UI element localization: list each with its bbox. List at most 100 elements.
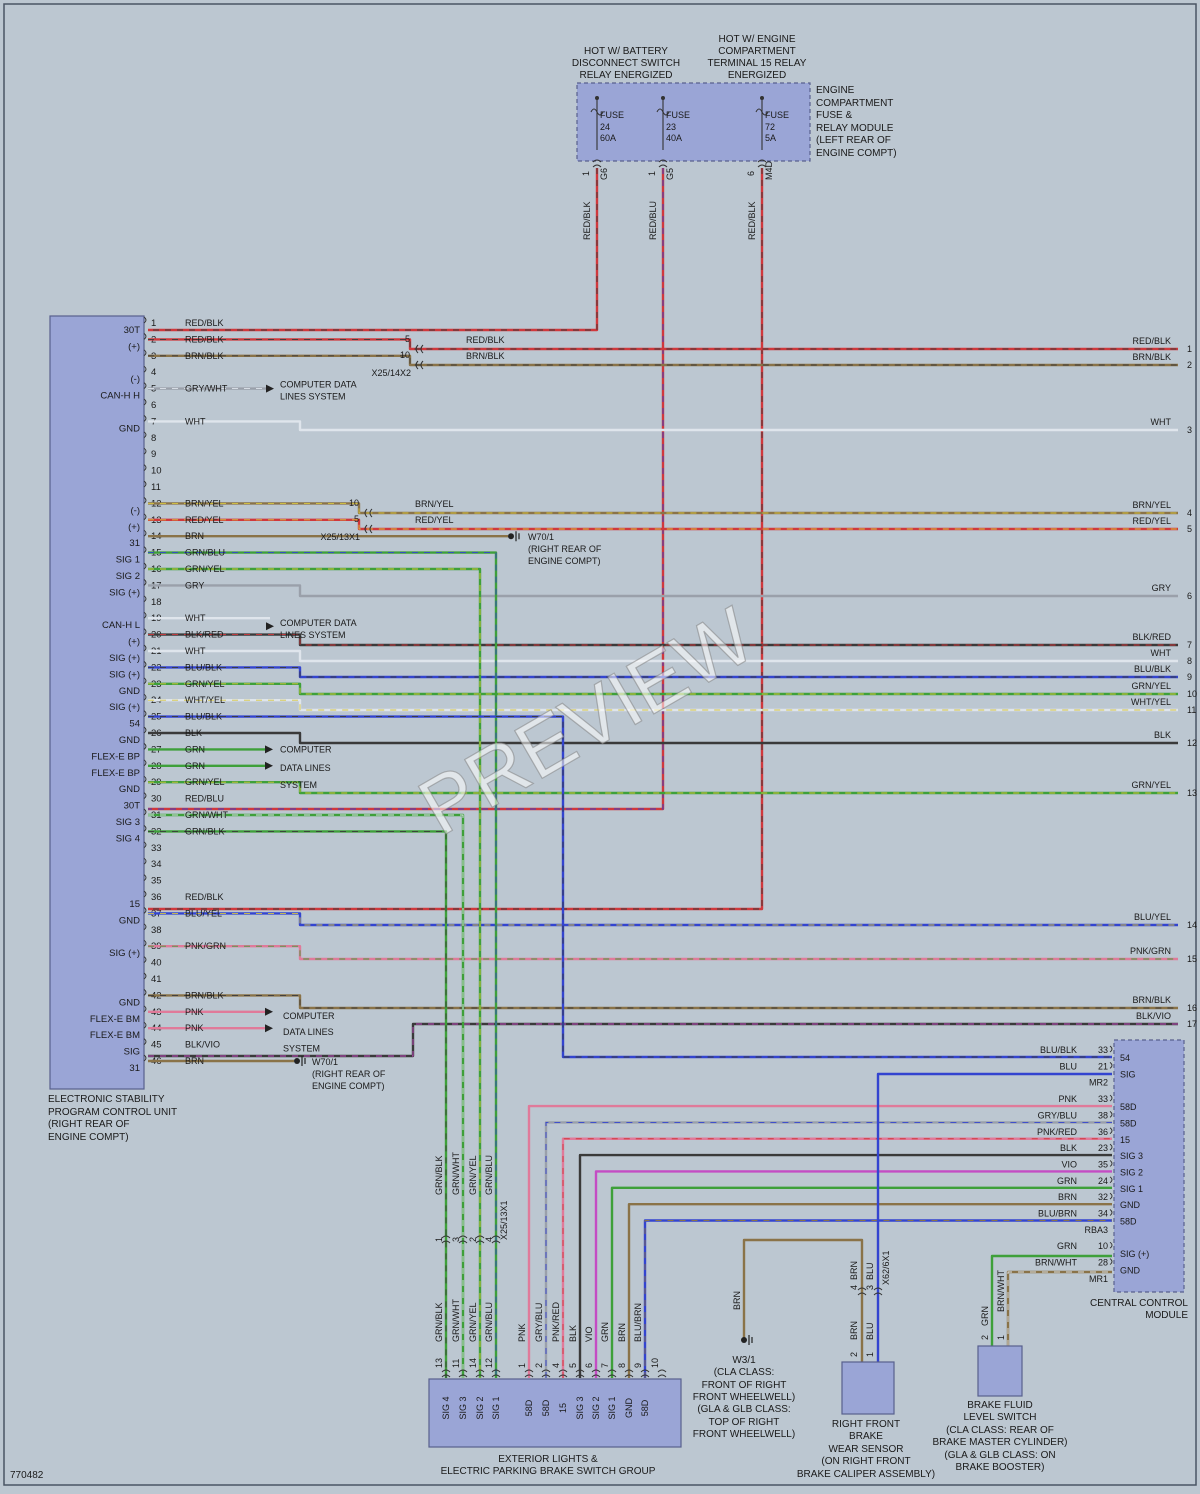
- wire-label: RED/YEL: [185, 515, 224, 525]
- wire-label: PNK/GRN: [1130, 946, 1171, 956]
- pin-terminal: (-): [131, 374, 141, 385]
- esp-pin: 35: [143, 874, 162, 887]
- wires: [148, 159, 1178, 1378]
- ccm-conn: MR1: [1089, 1274, 1108, 1284]
- ccm-pin: RBA3: [1084, 1225, 1108, 1235]
- wire-label: WHT: [185, 416, 206, 426]
- ext-pin: 415: [551, 1363, 568, 1413]
- fuse-amp: 60A: [600, 133, 616, 143]
- inline-connector: [458, 1235, 468, 1244]
- ccm-pin-number: 33: [1098, 1045, 1108, 1055]
- pin-terminal: (+): [128, 637, 140, 648]
- wire-ccm-34: [643, 1219, 1112, 1378]
- wire-label: BRN/YEL: [1132, 500, 1171, 510]
- wire-pin-21: [148, 649, 1178, 663]
- wire-label: GRN: [1057, 1241, 1077, 1251]
- wire-pin-7: [148, 420, 1178, 432]
- fuse-amp: 5A: [765, 133, 776, 143]
- pin-terminal: GND: [119, 784, 140, 795]
- ccm-terminal: SIG 2: [1120, 1167, 1143, 1177]
- ext-pin-number: 2: [534, 1363, 544, 1368]
- edge-number: 2: [1187, 360, 1192, 370]
- ext-terminal: SIG 3: [458, 1396, 468, 1419]
- wire-label: BLU/YEL: [1134, 912, 1171, 922]
- conn-pin: 1: [434, 1237, 444, 1242]
- pin-terminal: SIG 1: [116, 555, 140, 566]
- ext-terminal: SIG 3: [575, 1396, 585, 1419]
- pin-terminal: SIG (+): [109, 948, 140, 959]
- ccm-terminal: SIG (+): [1120, 1249, 1149, 1259]
- pin-number: 8: [151, 433, 156, 444]
- edge-number: 8: [1187, 656, 1192, 666]
- wire-label: BRN/BLK: [1132, 352, 1171, 362]
- wire-label: BLU/BLK: [1040, 1045, 1077, 1055]
- pin-terminal: 15: [129, 899, 140, 910]
- wire-label: WHT/YEL: [185, 695, 225, 705]
- wire-label: RED/BLU: [648, 201, 658, 240]
- wire-label: BRN: [849, 1261, 859, 1280]
- edge-number: 12: [1187, 738, 1197, 748]
- w70-ref: W70/1: [528, 532, 554, 542]
- ccm-terminal: 58D: [1120, 1102, 1137, 1112]
- pin-terminal: SIG 3: [116, 817, 140, 828]
- cdl-ref: COMPUTER: [280, 744, 332, 754]
- wire-label: GRY/WHT: [185, 384, 228, 394]
- wire-label: RED/BLK: [185, 334, 224, 344]
- esp-pin: 38: [143, 923, 162, 936]
- pin-terminal: (+): [128, 341, 140, 352]
- arrow-icon: [266, 622, 274, 631]
- wire-label: RED/YEL: [1132, 516, 1171, 526]
- pin-number: 4: [151, 367, 156, 378]
- inline-connector: [415, 360, 424, 370]
- arrow-icon: [265, 745, 273, 754]
- conn-pin: 5: [405, 334, 410, 344]
- fuse-pin: 1: [647, 171, 657, 176]
- x62-connector: [873, 1287, 883, 1296]
- cdl-ref: COMPUTER: [283, 1011, 335, 1021]
- pin-terminal: FLEX-E BM: [90, 1014, 140, 1025]
- ccm-pin-number: 32: [1098, 1192, 1108, 1202]
- fuse-label: FUSE: [600, 110, 624, 120]
- esp-box: [49, 315, 145, 1090]
- ccm-pin-number: 21: [1098, 1061, 1108, 1071]
- wire-pin-37: [148, 912, 1178, 927]
- w70-ref: (RIGHT REAR OF: [312, 1069, 386, 1079]
- wire-label: PNK/RED: [1037, 1127, 1078, 1137]
- ext-terminal: 58D: [640, 1399, 650, 1416]
- edge-number: 9: [1187, 672, 1192, 682]
- ext-terminal: SIG 4: [441, 1396, 451, 1419]
- arrow-icon: [265, 1007, 273, 1016]
- edge-number: 11: [1187, 705, 1196, 715]
- ext-terminal: SIG 1: [607, 1396, 617, 1419]
- ccm-terminal: 15: [1120, 1135, 1130, 1145]
- wire-label: BLK/VIO: [1136, 1011, 1171, 1021]
- pin-terminal: FLEX-E BM: [90, 1030, 140, 1041]
- edge-number: 16: [1187, 1003, 1197, 1013]
- edge-number: 5: [1187, 524, 1192, 534]
- inline-connector: [441, 1235, 451, 1244]
- pin-terminal: (+): [128, 522, 140, 533]
- wire-label: BLK: [1060, 1143, 1077, 1153]
- ccm-pin: MR2: [1089, 1078, 1108, 1088]
- wire-pin-3: [148, 354, 1178, 367]
- wire-label: VIO: [1061, 1159, 1077, 1169]
- pin-number: 35: [151, 876, 162, 887]
- ext-pin-number: 12: [484, 1358, 494, 1368]
- fuse-number: 72: [765, 122, 775, 132]
- pin-number: 10: [151, 466, 162, 477]
- conn-name: X25/13X1: [499, 1200, 509, 1240]
- ext-pin-number: 13: [434, 1358, 444, 1368]
- wire-label: BRN: [185, 531, 204, 541]
- wire-label: GRN/BLU: [484, 1302, 494, 1342]
- labels: RED/BLKRED/BLKBRN/BLKGRY/WHTWHTBRN/YELRE…: [185, 201, 1197, 1357]
- conn-pin: 4: [484, 1237, 494, 1242]
- ccm-pin-number: 38: [1098, 1110, 1108, 1120]
